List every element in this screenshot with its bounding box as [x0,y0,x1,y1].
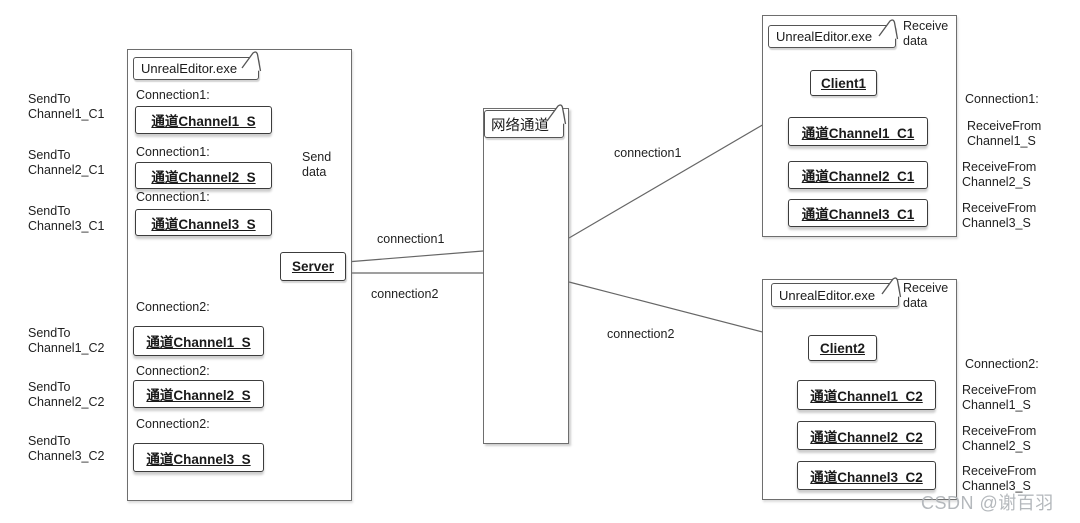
connection-label: Connection2: [136,417,210,431]
client1-node: Client1 [810,70,877,96]
sendto-annotation: SendTo Channel2_C1 [28,148,105,177]
channel-box: 通道Channel2_C1 [788,161,928,189]
watermark: CSDN @谢百羽 [921,493,1054,513]
network-channel-title: 网络通道 [491,117,549,134]
channel-box: 通道Channel2_S [135,162,272,189]
network-channel-title-tab: 网络通道 [484,104,567,138]
channel-box: 通道Channel1_C2 [797,380,936,410]
client2-panel-title-tab: UnrealEditor.exe [771,277,902,307]
receive-data-note: Receive data [903,281,949,310]
connection-label: Connection1: [136,88,210,102]
connection1-line-label: connection1 [614,146,682,160]
receivefrom-annotation: ReceiveFrom Channel3_S [962,464,1037,493]
channel-label: 通道Channel1_S [151,114,256,129]
channel-label: 通道Channel2_S [146,388,251,403]
channel-label: 通道Channel3_C2 [810,469,923,485]
channel-label: 通道Channel1_S [146,335,251,350]
channel-box: 通道Channel2_C2 [797,421,936,450]
server-network-connection1-line [345,250,484,263]
connection-label: Connection2: [136,300,210,314]
server-node-label: Server [291,259,335,274]
client2-node-label: Client2 [819,340,865,356]
channel-box: 通道Channel3_C2 [797,461,936,490]
client2-node: Client2 [808,335,877,361]
connection2-line-label: connection2 [371,287,439,301]
client1-panel-title-tab: UnrealEditor.exe [768,19,899,48]
receivefrom-annotation: ReceiveFrom Channel1_S [967,119,1042,148]
connection2-line-label: connection2 [607,327,675,341]
connection1-annotation-title: Connection1: [965,92,1039,106]
channel-box: 通道Channel1_S [133,326,264,356]
client1-panel-title: UnrealEditor.exe [776,29,873,44]
connection-label: Connection1: [136,145,210,159]
connection-label: Connection2: [136,364,210,378]
channel-label: 通道Channel2_C2 [810,429,923,445]
channel-box: 通道Channel3_C1 [788,199,928,227]
receivefrom-annotation: ReceiveFrom Channel1_S [962,383,1037,412]
channel-label: 通道Channel3_S [151,216,256,232]
sendto-annotation: SendTo Channel3_C1 [28,204,105,233]
receivefrom-annotation: ReceiveFrom Channel3_S [962,201,1037,230]
folded-corner-icon [878,19,899,40]
connection-label: Connection1: [136,190,210,204]
channel-label: 通道Channel3_C1 [801,207,915,222]
channel-box: 通道Channel3_S [135,209,272,236]
channel-box: 通道Channel2_S [133,380,264,408]
client2-panel-title: UnrealEditor.exe [779,287,876,303]
server-panel-title-tab: UnrealEditor.exe [133,51,262,80]
channel-box: 通道Channel1_S [135,106,272,134]
folded-corner-icon [241,51,262,72]
connection1-line-label: connection1 [377,232,445,246]
sendto-annotation: SendTo Channel1_C2 [28,326,105,355]
sendto-annotation: SendTo Channel1_C1 [28,92,105,121]
channel-label: 通道Channel1_C2 [810,389,923,404]
client1-node-label: Client1 [820,75,866,91]
channel-box: 通道Channel1_C1 [788,117,928,146]
server-panel-title: UnrealEditor.exe [141,61,238,76]
channel-label: 通道Channel1_C1 [801,125,915,141]
sendto-annotation: SendTo Channel3_C2 [28,434,105,463]
sendto-annotation: SendTo Channel2_C2 [28,380,105,409]
folded-corner-icon [881,277,902,298]
receive-data-note: Receive data [903,19,949,48]
server-node: Server [280,252,346,281]
receivefrom-annotation: ReceiveFrom Channel2_S [962,424,1037,453]
send-data-note: Send data [302,150,332,179]
network-channel-box [483,108,569,444]
channel-label: 通道Channel2_C1 [801,169,915,184]
connection2-annotation-title: Connection2: [965,357,1039,371]
channel-label: 通道Channel2_S [151,169,256,185]
receivefrom-annotation: ReceiveFrom Channel2_S [962,160,1037,189]
channel-box: 通道Channel3_S [133,443,264,472]
folded-corner-icon [546,104,567,125]
channel-label: 通道Channel3_S [146,451,251,467]
